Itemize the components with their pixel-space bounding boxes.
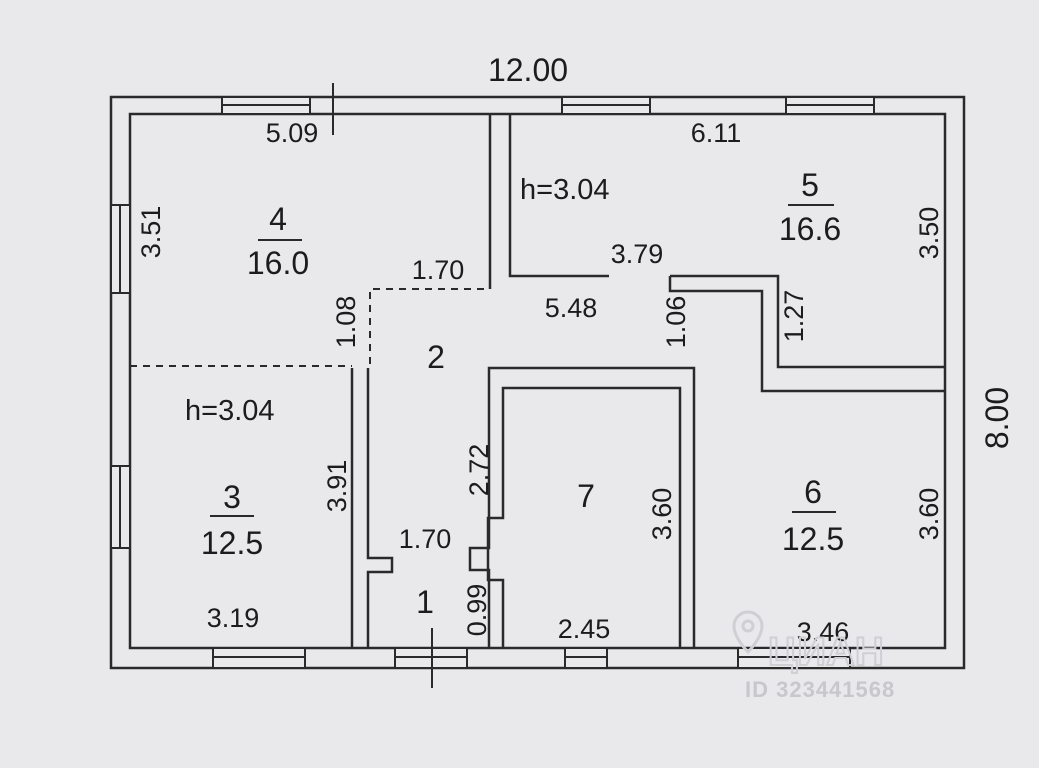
windows [110,96,875,669]
room-number: 3 [223,479,241,515]
dimension-label: 5.48 [545,293,598,323]
watermark: ЦИАН ID 323441568 [732,610,895,702]
dimension-label: 6.11 [691,118,742,148]
dimension-label: 1.70 [399,524,452,554]
exterior-walls [109,95,966,670]
room-area: 12.5 [201,525,263,561]
room-area: 16.6 [779,211,841,247]
dimension-labels: 5.09 6.11 3.51 3.50 1.70 3.79 5.48 1.08 … [136,118,944,647]
room-7: 7 [577,478,595,514]
ceiling-height-label: h=3.04 [520,174,610,206]
dimension-label: 1.70 [412,255,465,285]
dimension-label: 0.99 [462,584,492,637]
room-3: 3 12.5 [201,479,263,561]
room-area: 16.0 [247,245,309,281]
room-number: 6 [804,474,822,510]
dimension-label: 1.06 [661,296,691,349]
overall-width-label: 12.00 [488,52,568,88]
dimension-label: 2.72 [464,444,494,497]
ceiling-height-label: h=3.04 [185,395,275,427]
dashed-boundaries [130,288,490,367]
dimension-ticks [318,83,433,688]
dimension-label: 3.79 [611,239,664,269]
watermark-id: ID 323441568 [745,677,895,702]
dimension-label: 1.08 [331,296,361,349]
dimension-label: 3.46 [797,617,850,647]
overall-height-label: 8.00 [979,387,1015,449]
dimension-label: 2.45 [558,614,611,644]
dimension-label: 3.60 [914,488,944,541]
watermark-brand: ЦИАН [768,630,884,674]
room-1: 1 [416,584,434,620]
dimension-label: 3.51 [136,206,166,259]
room-number: 7 [577,478,595,514]
room-5: 5 16.6 [779,167,841,247]
room-number: 2 [427,339,445,375]
dimension-label: 3.19 [207,603,260,633]
dimension-label: 1.27 [779,290,809,343]
room-number: 4 [269,201,287,237]
room-2: 2 [427,339,445,375]
room-4: 4 16.0 [247,201,309,281]
interior-walls [350,114,945,648]
dimension-label: 3.50 [914,207,944,260]
dimension-label: 3.60 [647,488,677,541]
dimension-label: 5.09 [266,118,319,148]
location-pin-icon [732,610,764,655]
dimension-label: 3.91 [322,460,352,513]
room-number: 5 [801,167,819,203]
room-6: 6 12.5 [782,474,844,557]
room-area: 12.5 [782,521,844,557]
room-number: 1 [416,584,434,620]
